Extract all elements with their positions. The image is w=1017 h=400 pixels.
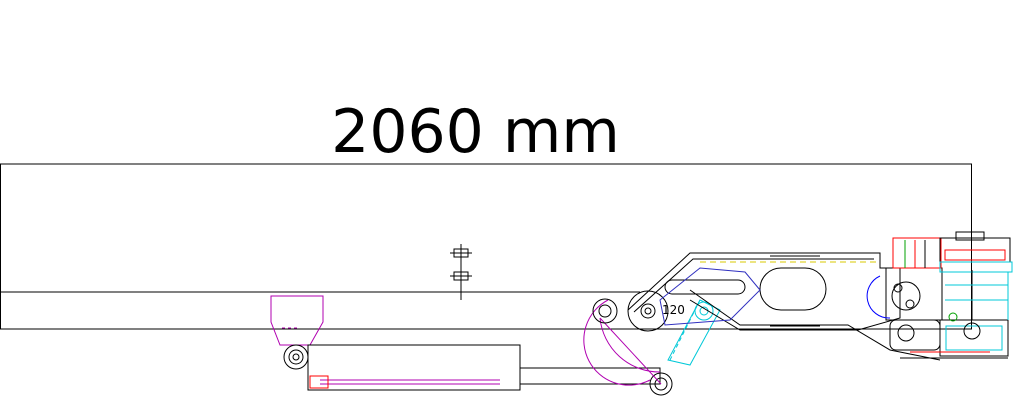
main-beam xyxy=(0,163,972,330)
link-label: 120 xyxy=(662,303,685,317)
beam-outer-outline xyxy=(0,163,972,330)
rotator-head xyxy=(866,267,943,351)
center-bolt-mark xyxy=(450,244,472,300)
top-gearbox xyxy=(892,231,1013,273)
dimension-label: 2060 mm xyxy=(331,97,620,167)
knuckle-arm xyxy=(627,252,941,361)
arm-link-plate xyxy=(659,267,761,326)
bottom-gripper xyxy=(900,270,1009,359)
cylinder-mount-bracket xyxy=(270,295,324,346)
hydraulic-cylinder xyxy=(283,344,673,396)
hydraulic-hose xyxy=(583,298,662,386)
